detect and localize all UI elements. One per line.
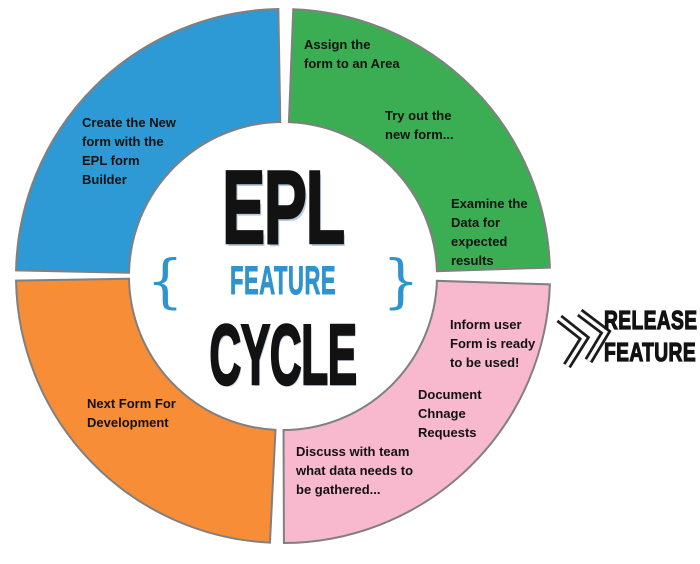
step-label-try-form: Try out the new form...	[385, 108, 454, 142]
ring-segment-create-form	[15, 8, 282, 274]
ring-segment-assign-and-test	[287, 8, 551, 273]
step-label-discuss-team: Discuss with team what data needs to be …	[296, 444, 414, 497]
center-subtitle-cycle: CYCLE	[209, 308, 358, 403]
feature-brace-open-icon: {	[146, 247, 184, 315]
release-feature-label: RELEASE FEATURE	[604, 304, 698, 368]
step-label-inform-user: Inform user Form is ready to be used!	[450, 317, 536, 370]
release-line1: RELEASE	[604, 304, 698, 335]
step-label-document-requests: Document Chnage Requests	[418, 387, 482, 440]
step-label-next-form: Next Form For Development	[87, 396, 176, 430]
release-line2: FEATURE	[604, 336, 697, 367]
step-label-create-form: Create the New form with the EPL form Bu…	[82, 115, 176, 187]
ring-segment-next-form	[15, 277, 277, 544]
center-title-epl: EPL	[221, 150, 345, 266]
step-label-examine-data: Examine the Data for expected results	[451, 196, 528, 268]
center-tagline-feature: { FEATURE }	[147, 252, 420, 310]
double-chevron-right-icon	[556, 308, 612, 369]
feature-brace-close-icon: }	[382, 247, 420, 315]
feature-tagline-text: FEATURE	[229, 259, 337, 303]
ring-segment-inform-and-document	[282, 279, 551, 545]
step-label-assign-area: Assign the form to an Area	[304, 37, 400, 71]
